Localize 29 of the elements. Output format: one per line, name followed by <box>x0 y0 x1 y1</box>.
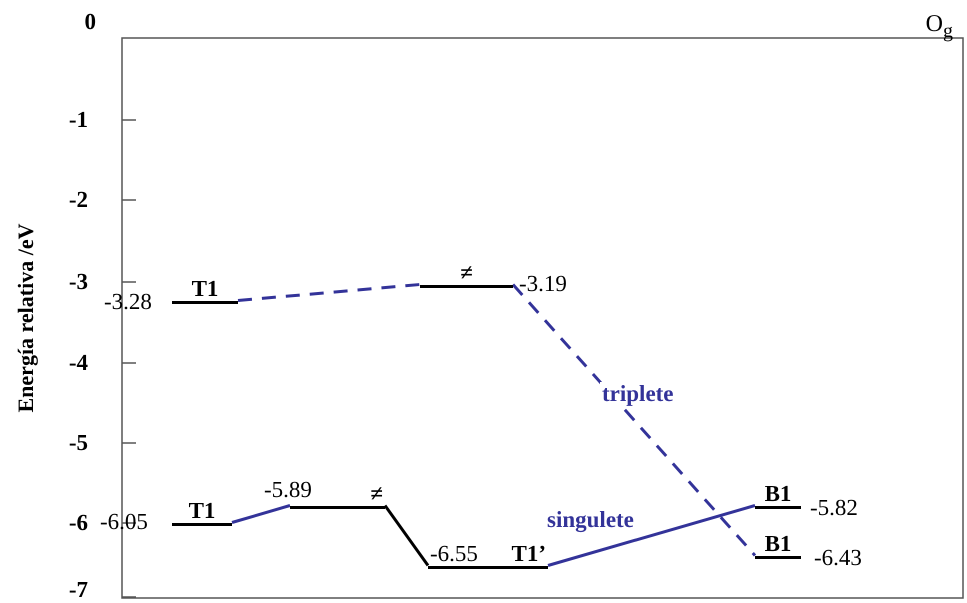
state-label: ≠ <box>460 260 473 284</box>
energy-value: -3.19 <box>519 272 567 295</box>
edge-label: triplete <box>600 382 676 405</box>
connector-line <box>238 283 420 302</box>
connector-line <box>232 504 290 524</box>
connector-line <box>384 504 430 566</box>
edge-label: singulete <box>545 508 636 531</box>
energy-value: -5.82 <box>810 496 858 519</box>
axis-tick-label: -7 <box>68 578 88 601</box>
corner-label: O$_{g}$ <box>926 12 953 41</box>
state-label: T1 <box>192 276 218 300</box>
state-label: B1 <box>764 532 792 554</box>
axis-title: Energía relativa /eV <box>15 224 37 412</box>
axis-tick-label: -3 <box>68 270 88 293</box>
connector-line <box>548 504 756 567</box>
state-label: B1 <box>764 482 792 504</box>
energy-value: -5.89 <box>264 478 312 501</box>
state-label: T1 <box>188 498 216 522</box>
connector-line <box>512 284 756 556</box>
energy-value: -6.55 <box>430 542 478 564</box>
axis-tick-label: -6 <box>68 511 88 534</box>
axis-tick-label: -5 <box>68 431 88 454</box>
energy-value: -6.43 <box>814 546 862 569</box>
state-label: ≠ <box>370 482 383 504</box>
axis-tick-label: 0 <box>84 10 96 33</box>
state-label: T1’ <box>512 542 546 564</box>
axis-tick-label: -2 <box>68 188 88 211</box>
axis-tick-label: -4 <box>68 351 88 374</box>
axis-tick-label: -1 <box>68 108 88 131</box>
